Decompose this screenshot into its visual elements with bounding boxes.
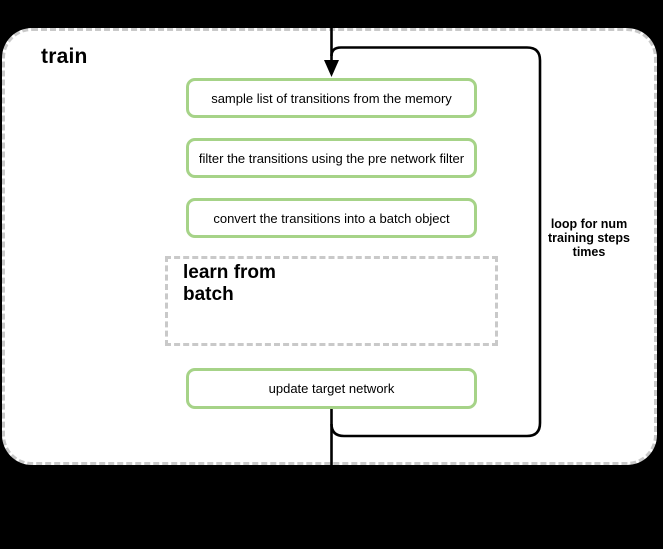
step-label: filter the transitions using the pre net…: [198, 150, 465, 166]
step-filter-transitions: filter the transitions using the pre net…: [186, 138, 477, 178]
subprocess-learn-from-batch: learn from batch: [165, 256, 498, 346]
step-label: update target network: [268, 381, 395, 396]
loop-annotation-line: training steps: [548, 231, 630, 245]
container-title: train: [41, 45, 88, 68]
step-convert-to-batch: convert the transitions into a batch obj…: [186, 198, 477, 238]
loop-annotation-line: times: [572, 245, 606, 259]
loop-annotation: loop for num training steps times: [538, 217, 640, 259]
step-label: sample list of transitions from the memo…: [211, 90, 452, 106]
step-sample-transitions: sample list of transitions from the memo…: [186, 78, 477, 118]
step-label: convert the transitions into a batch obj…: [213, 210, 450, 226]
step-update-target-network: update target network: [186, 368, 477, 409]
subprocess-label-line: batch: [183, 284, 234, 305]
loop-annotation-line: loop for num: [550, 217, 628, 231]
subprocess-label-line: learn from: [183, 262, 276, 283]
